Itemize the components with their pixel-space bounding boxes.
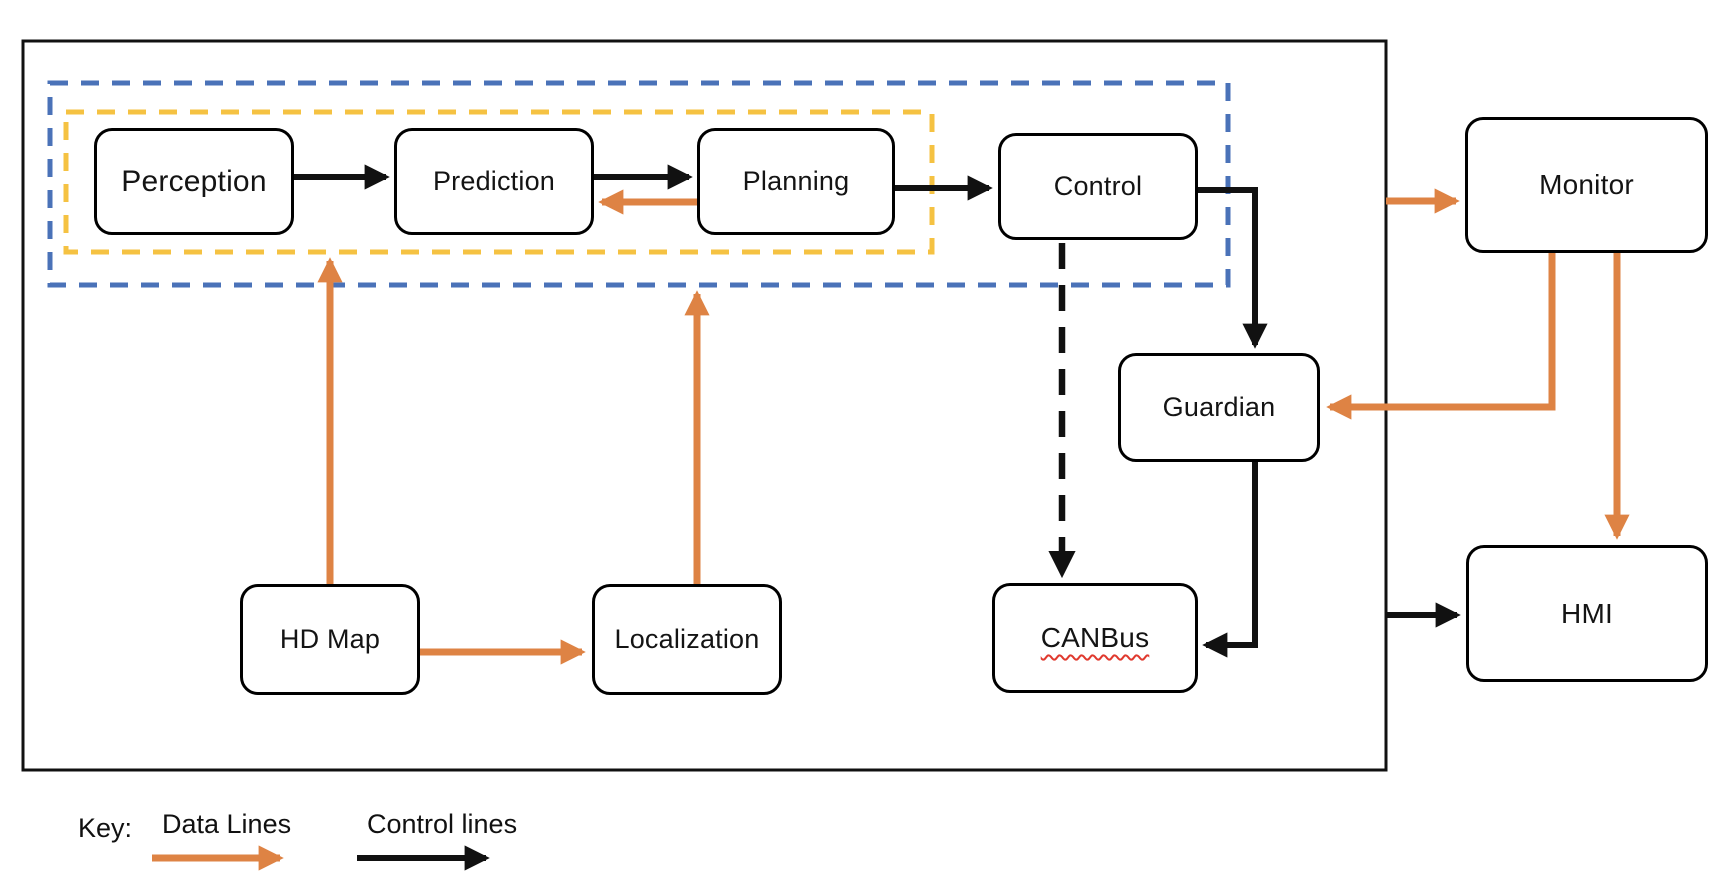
node-perception: Perception — [94, 128, 294, 235]
node-label-localization: Localization — [614, 624, 760, 654]
edge-guardian-to-canbus — [1202, 462, 1258, 658]
edge-monitor-to-guardian — [1326, 253, 1556, 420]
node-prediction: Prediction — [394, 128, 594, 235]
node-planning: Planning — [697, 128, 895, 235]
node-label-hmi: HMI — [1561, 597, 1613, 629]
node-monitor: Monitor — [1465, 117, 1708, 253]
node-label-canbus: CANBus — [1040, 622, 1150, 653]
container-yellow-stack — [63, 109, 935, 255]
key-title: Key: — [78, 813, 133, 843]
node-hdmap: HD Map — [240, 584, 420, 695]
node-label-monitor: Monitor — [1539, 169, 1634, 200]
node-label-perception: Perception — [121, 164, 267, 198]
key-control-lines-label: Control lines — [367, 809, 518, 839]
edge-control-to-guardian — [1198, 187, 1268, 349]
key-data-lines-label: Data Lines — [162, 809, 292, 839]
node-localization: Localization — [592, 584, 782, 695]
node-control: Control — [998, 133, 1198, 240]
node-label-hdmap: HD Map — [279, 624, 381, 654]
node-label-guardian: Guardian — [1162, 392, 1276, 422]
node-canbus: CANBus — [992, 583, 1198, 693]
node-label-planning: Planning — [742, 166, 850, 196]
node-hmi: HMI — [1466, 545, 1708, 682]
node-guardian: Guardian — [1118, 353, 1320, 462]
container-blue-stack — [47, 80, 1231, 288]
node-label-prediction: Prediction — [432, 166, 556, 196]
node-label-control: Control — [1053, 171, 1143, 201]
